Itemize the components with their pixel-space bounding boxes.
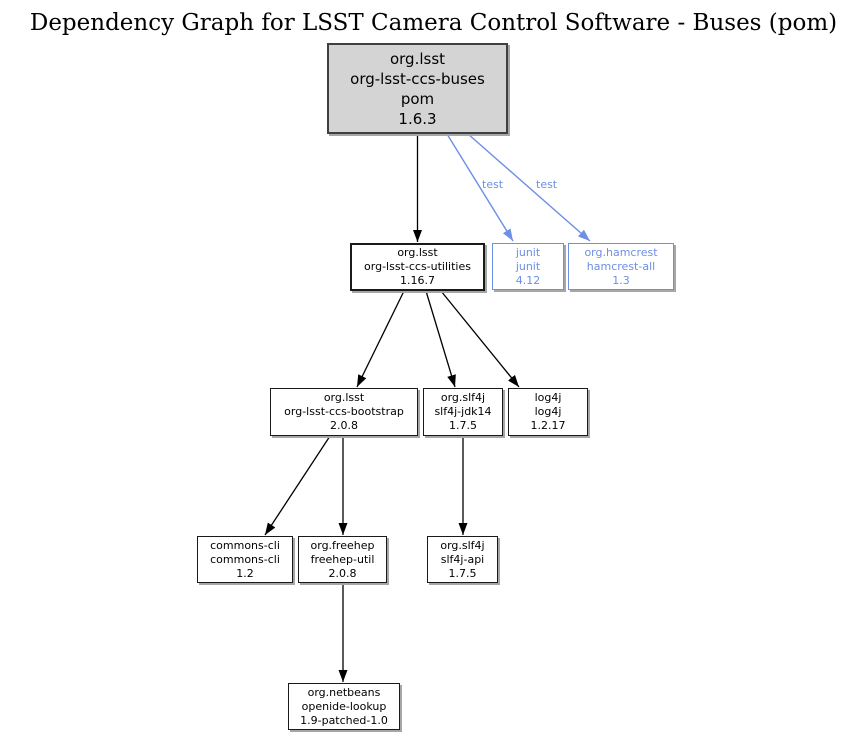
node-group-id: org.netbeans bbox=[307, 685, 381, 699]
node-hamcrest-all: org.hamcrest hamcrest-all 1.3 bbox=[568, 243, 674, 290]
node-org-lsst-ccs-buses: org.lsst org-lsst-ccs-buses pom 1.6.3 bbox=[327, 43, 508, 134]
node-version: 1.6.3 bbox=[398, 109, 437, 128]
node-openide-lookup: org.netbeans openide-lookup 1.9-patched-… bbox=[288, 683, 400, 730]
node-group-id: org.lsst bbox=[397, 246, 438, 259]
node-version: 1.2 bbox=[236, 566, 254, 580]
node-version: 1.3 bbox=[612, 273, 630, 287]
node-version: 1.7.5 bbox=[449, 419, 477, 432]
node-artifact-id: freehep-util bbox=[310, 552, 375, 566]
node-log4j: log4j log4j 1.2.17 bbox=[508, 388, 588, 436]
node-artifact-id: slf4j-api bbox=[440, 552, 485, 566]
node-version: 2.0.8 bbox=[330, 419, 358, 432]
edge-utilities-to-log4j bbox=[440, 290, 520, 388]
node-artifact-id: junit bbox=[515, 259, 541, 273]
node-freehep-util: org.freehep freehep-util 2.0.8 bbox=[298, 536, 387, 583]
node-artifact-id: openide-lookup bbox=[301, 699, 387, 713]
edge-label-test-junit: test bbox=[482, 178, 504, 191]
node-group-id: org.freehep bbox=[310, 538, 375, 552]
node-org-lsst-ccs-utilities: org.lsst org-lsst-ccs-utilities 1.16.7 bbox=[350, 243, 485, 291]
edge-label-test-hamcrest: test bbox=[536, 178, 558, 191]
node-slf4j-jdk14: org.slf4j slf4j-jdk14 1.7.5 bbox=[423, 388, 503, 436]
node-group-id: log4j bbox=[534, 391, 562, 404]
edge-buses-to-hamcrest bbox=[467, 133, 591, 242]
node-artifact-id: hamcrest-all bbox=[586, 259, 656, 273]
node-artifact-id: org-lsst-ccs-bootstrap bbox=[284, 405, 404, 418]
node-org-lsst-ccs-bootstrap: org.lsst org-lsst-ccs-bootstrap 2.0.8 bbox=[270, 388, 418, 436]
node-version: 1.2.17 bbox=[530, 419, 566, 432]
node-group-id: org.slf4j bbox=[440, 391, 486, 404]
edge-utilities-to-bootstrap bbox=[356, 290, 405, 388]
node-group-id: org.lsst bbox=[323, 391, 365, 404]
node-group-id: commons-cli bbox=[210, 538, 280, 552]
node-packaging: pom bbox=[400, 89, 435, 108]
edge-utilities-to-slf4j-jdk14 bbox=[425, 290, 456, 388]
node-version: 1.7.5 bbox=[448, 566, 477, 580]
edge-buses-to-junit bbox=[446, 133, 514, 242]
node-version: 2.0.8 bbox=[328, 566, 357, 580]
node-version: 4.12 bbox=[515, 273, 541, 287]
graph-title: Dependency Graph for LSST Camera Control… bbox=[29, 10, 838, 36]
edge-bootstrap-to-commons-cli bbox=[264, 435, 331, 536]
node-artifact-id: slf4j-jdk14 bbox=[434, 405, 492, 418]
node-group-id: junit bbox=[515, 245, 541, 259]
node-group-id: org.slf4j bbox=[440, 538, 485, 552]
node-commons-cli: commons-cli commons-cli 1.2 bbox=[197, 536, 293, 583]
node-version: 1.16.7 bbox=[400, 274, 435, 287]
node-artifact-id: org-lsst-ccs-buses bbox=[350, 69, 485, 88]
node-junit: junit junit 4.12 bbox=[492, 243, 564, 290]
node-artifact-id: commons-cli bbox=[210, 552, 280, 566]
node-group-id: org.hamcrest bbox=[584, 245, 658, 259]
node-slf4j-api: org.slf4j slf4j-api 1.7.5 bbox=[427, 536, 498, 583]
node-artifact-id: log4j bbox=[534, 405, 562, 418]
node-group-id: org.lsst bbox=[389, 49, 446, 68]
node-version: 1.9-patched-1.0 bbox=[300, 713, 388, 727]
node-artifact-id: org-lsst-ccs-utilities bbox=[364, 260, 471, 273]
